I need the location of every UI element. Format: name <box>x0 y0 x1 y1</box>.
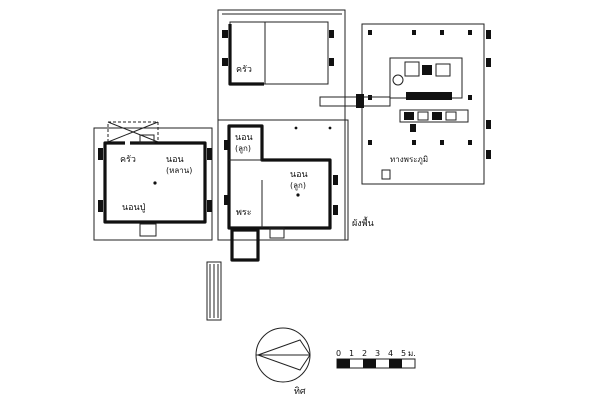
terrace-label: ทางพระภูมิ <box>390 155 428 165</box>
child-bedroom-1-sub: (ลูก) <box>235 144 251 154</box>
grandchild-bedroom-sub: (หลาน) <box>166 166 192 175</box>
center-house: นอน (ลูก) นอน (ลูก) พระ <box>217 119 349 262</box>
scale-tick-5: 5 <box>401 349 406 358</box>
compass-north-label: ทิศ <box>294 386 306 397</box>
grandchild-bedroom-label: นอน <box>166 155 184 165</box>
child-bedroom-2-label: นอน <box>290 170 308 180</box>
scale-unit: ม. <box>408 349 416 358</box>
child-bedroom-1-label: นอน <box>235 133 253 143</box>
compass: ทิศ <box>255 327 311 397</box>
left-kitchen-label: ครัว <box>120 155 136 165</box>
scale-bar: 0 1 2 3 4 5 ม. <box>336 349 416 369</box>
ladder <box>206 261 222 321</box>
top-kitchen-label: ครัว <box>236 65 252 75</box>
walkway <box>319 94 391 108</box>
shrine-room-label: พระ <box>236 208 252 218</box>
grandparent-bedroom-label: นอนปู่ <box>122 203 146 213</box>
scale-tick-0: 0 <box>336 349 341 358</box>
side-note-label: ผังพื้น <box>352 216 374 229</box>
right-terrace: ทางพระภูมิ <box>361 23 491 185</box>
top-kitchen-room: ครัว <box>222 21 334 86</box>
left-house: ครัว นอน (หลาน) นอนปู่ <box>93 121 213 241</box>
child-bedroom-2-sub: (ลูก) <box>290 181 306 191</box>
scale-tick-3: 3 <box>375 349 380 358</box>
scale-tick-1: 1 <box>349 349 354 358</box>
scale-tick-4: 4 <box>388 349 393 358</box>
scale-tick-2: 2 <box>362 349 367 358</box>
